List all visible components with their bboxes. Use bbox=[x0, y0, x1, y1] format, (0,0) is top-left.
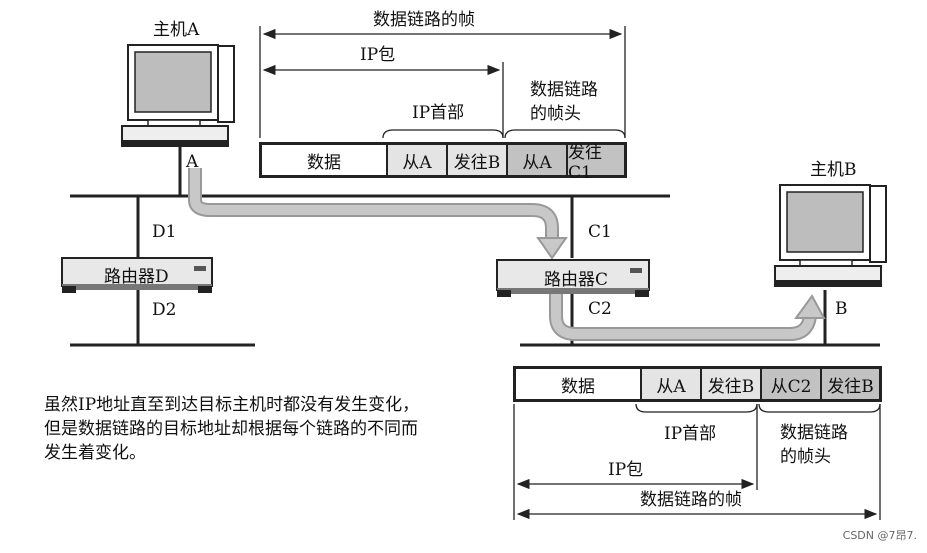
bottom-dl-header-label: 数据链路 的帧头 bbox=[780, 423, 848, 467]
top-ip-dst-cell: 发往B bbox=[446, 145, 506, 175]
router-c-port-bottom: C2 bbox=[588, 299, 612, 319]
bottom-frame: 数据 从A 发往B 从C2 发往B bbox=[513, 366, 882, 402]
host-a-title: 主机A bbox=[153, 20, 200, 40]
bottom-ip-src-cell: 从A bbox=[640, 369, 700, 399]
top-ip-src-cell: 从A bbox=[386, 145, 446, 175]
host-b-computer-icon bbox=[774, 184, 887, 287]
router-c-icon bbox=[496, 259, 650, 297]
caption-line-2: 但是数据链路的目标地址却根据每个链路的不同而 bbox=[44, 419, 418, 439]
bottom-dl-src-cell: 从C2 bbox=[760, 369, 820, 399]
host-a-computer-icon bbox=[121, 44, 235, 147]
bottom-frame-label: 数据链路的帧 bbox=[640, 490, 742, 510]
top-frame: 数据 从A 发往B 从A 发往C1 bbox=[259, 142, 627, 183]
router-c-label: 路由器C bbox=[544, 270, 609, 290]
top-data-cell: 数据 bbox=[262, 145, 386, 175]
flow-arrowhead-1 bbox=[536, 237, 568, 260]
bottom-ip-header-brace bbox=[635, 403, 758, 413]
host-b-port-label: B bbox=[835, 299, 848, 319]
caption-line-1: 虽然IP地址直至到达目标主机时都没有发生变化， bbox=[44, 395, 420, 415]
bottom-dl-dst-cell: 发往B bbox=[820, 369, 879, 399]
caption-line-3: 发生着变化。 bbox=[44, 443, 146, 463]
top-ip-header-label: IP首部 bbox=[412, 103, 465, 123]
top-frame-label: 数据链路的帧 bbox=[373, 10, 475, 30]
top-ip-header-brace bbox=[382, 129, 504, 139]
network-segments bbox=[70, 146, 880, 347]
router-d-icon bbox=[61, 257, 213, 293]
watermark: CSDN @7昂7. bbox=[842, 529, 917, 542]
top-ip-packet-label: IP包 bbox=[360, 45, 396, 65]
top-dl-header-label: 数据链路 的帧头 bbox=[530, 80, 598, 124]
bottom-ip-packet-label: IP包 bbox=[608, 460, 644, 480]
router-d-port-bottom: D2 bbox=[152, 300, 177, 320]
bottom-data-cell: 数据 bbox=[516, 369, 640, 399]
router-d-label: 路由器D bbox=[104, 267, 169, 287]
caption: 虽然IP地址直至到达目标主机时都没有发生变化， 但是数据链路的目标地址却根据每个… bbox=[44, 393, 504, 465]
bottom-ip-header-label: IP首部 bbox=[664, 424, 717, 444]
host-b-title: 主机B bbox=[810, 160, 857, 180]
bottom-dl-header-brace bbox=[758, 403, 881, 413]
top-dl-header-brace bbox=[504, 129, 626, 139]
flow-arrowhead-2 bbox=[794, 294, 826, 319]
bottom-dimensions bbox=[513, 403, 881, 520]
bottom-ip-dst-cell: 发往B bbox=[700, 369, 760, 399]
host-a-port-label: A bbox=[186, 152, 199, 172]
router-d-port-top: D1 bbox=[152, 222, 177, 242]
top-dimensions bbox=[259, 26, 626, 139]
top-dl-dst-cell: 发往C1 bbox=[566, 143, 624, 183]
router-c-port-top: C1 bbox=[588, 222, 612, 242]
flow-path bbox=[188, 168, 826, 341]
top-dl-src-cell: 从A bbox=[506, 145, 566, 175]
